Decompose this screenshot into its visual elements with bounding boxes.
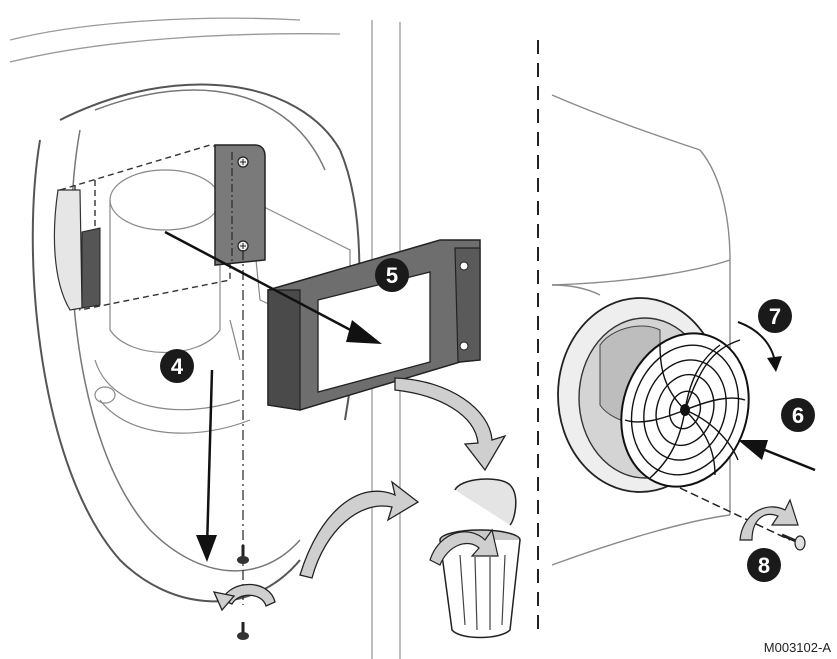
step-label: 5: [386, 263, 398, 288]
screw-icon: [237, 622, 249, 640]
step-badge-5: 5: [375, 258, 409, 292]
rotate-ccw-icon: [212, 583, 276, 612]
new-bracket: [267, 239, 481, 411]
screw-icon: [237, 156, 249, 168]
discard-arrow: [394, 377, 507, 472]
step-badge-4: 4: [160, 349, 194, 383]
step-label: 7: [769, 304, 781, 329]
step-label: 4: [171, 354, 184, 379]
discard-screws-arrow: [299, 480, 420, 579]
step-6-arrow: [738, 440, 816, 472]
screw-icon: [237, 545, 249, 564]
mounting-strip: [214, 144, 266, 266]
step-badge-7: 7: [758, 299, 792, 333]
rotate-cw-icon: [739, 498, 799, 541]
figure-reference: M003102-A: [763, 640, 831, 655]
trash-bin-icon: [429, 478, 521, 639]
step-badge-6: 6: [781, 398, 815, 432]
step-label: 6: [792, 403, 804, 428]
step-label: 8: [758, 553, 770, 578]
step-5-arrow: [164, 230, 382, 344]
screw-icon: [237, 240, 249, 252]
step-4-arrow: [196, 369, 217, 562]
right-housing: [551, 94, 731, 566]
fan-grille-icon: [620, 332, 750, 488]
rotate-cw-icon: [737, 321, 782, 372]
fixing-screw-line: [679, 487, 791, 541]
internal-components: [94, 169, 351, 434]
old-bracket-side: [53, 189, 101, 311]
step-badge-8: 8: [747, 548, 781, 582]
screw-icon: [781, 533, 806, 551]
